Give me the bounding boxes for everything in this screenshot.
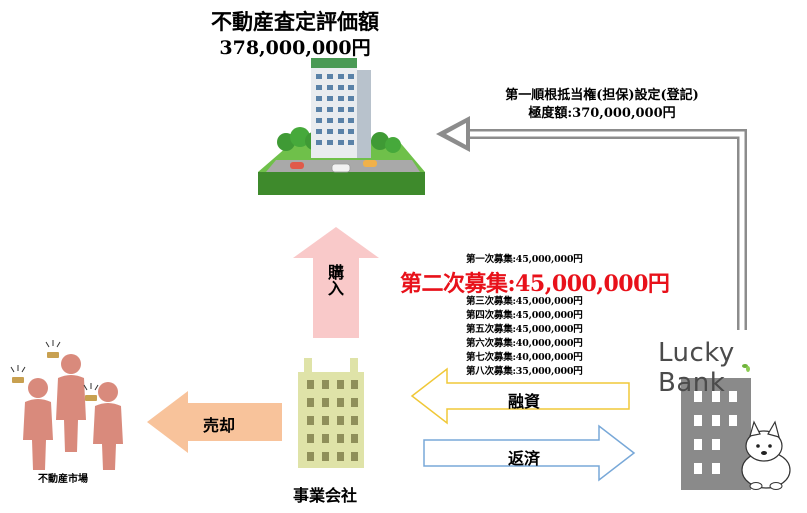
company-building-icon <box>298 358 364 468</box>
dog-mascot-icon <box>741 420 791 490</box>
fundraising-round: 第六次募集:40,000,000円 <box>466 338 583 349</box>
property-building-icon <box>258 58 425 195</box>
repayment-arrow <box>423 424 636 482</box>
fundraising-round: 第三次募集:45,000,000円 <box>466 296 583 307</box>
repayment-label: 返済 <box>508 449 541 468</box>
sale-label: 売却 <box>203 416 236 435</box>
financing-arrow <box>410 367 630 425</box>
mortgage-label: 第一順根抵当権(担保)設定(登記) <box>505 88 699 103</box>
mortgage-limit: 極度額:370,000,000円 <box>528 106 676 121</box>
company-label: 事業会社 <box>293 486 358 505</box>
market-label: 不動産市場 <box>38 474 88 485</box>
financing-label: 融資 <box>508 392 541 411</box>
bank-building-icon <box>681 378 751 490</box>
fundraising-round: 第五次募集:45,000,000円 <box>466 324 583 335</box>
fundraising-highlight: 第二次募集:45,000,000円 <box>400 271 670 297</box>
purchase-label: 購入 <box>325 264 344 296</box>
valuation-title: 不動産査定評価額 <box>211 9 379 34</box>
mortgage-arrow <box>436 116 747 330</box>
valuation-amount: 378,000,000円 <box>219 37 371 59</box>
purchase-arrow <box>293 227 379 338</box>
fundraising-round: 第八次募集:35,000,000円 <box>466 366 583 377</box>
fundraising-round: 第四次募集:45,000,000円 <box>466 310 583 321</box>
sale-arrow <box>147 391 282 453</box>
bank-logo-leaf-icon <box>742 364 750 372</box>
fundraising-round-1: 第一次募集:45,000,000円 <box>466 254 583 265</box>
market-people-icon <box>10 340 123 470</box>
fundraising-round: 第七次募集:40,000,000円 <box>466 352 583 363</box>
bank-logo-text: Lucky Bank <box>658 338 735 398</box>
